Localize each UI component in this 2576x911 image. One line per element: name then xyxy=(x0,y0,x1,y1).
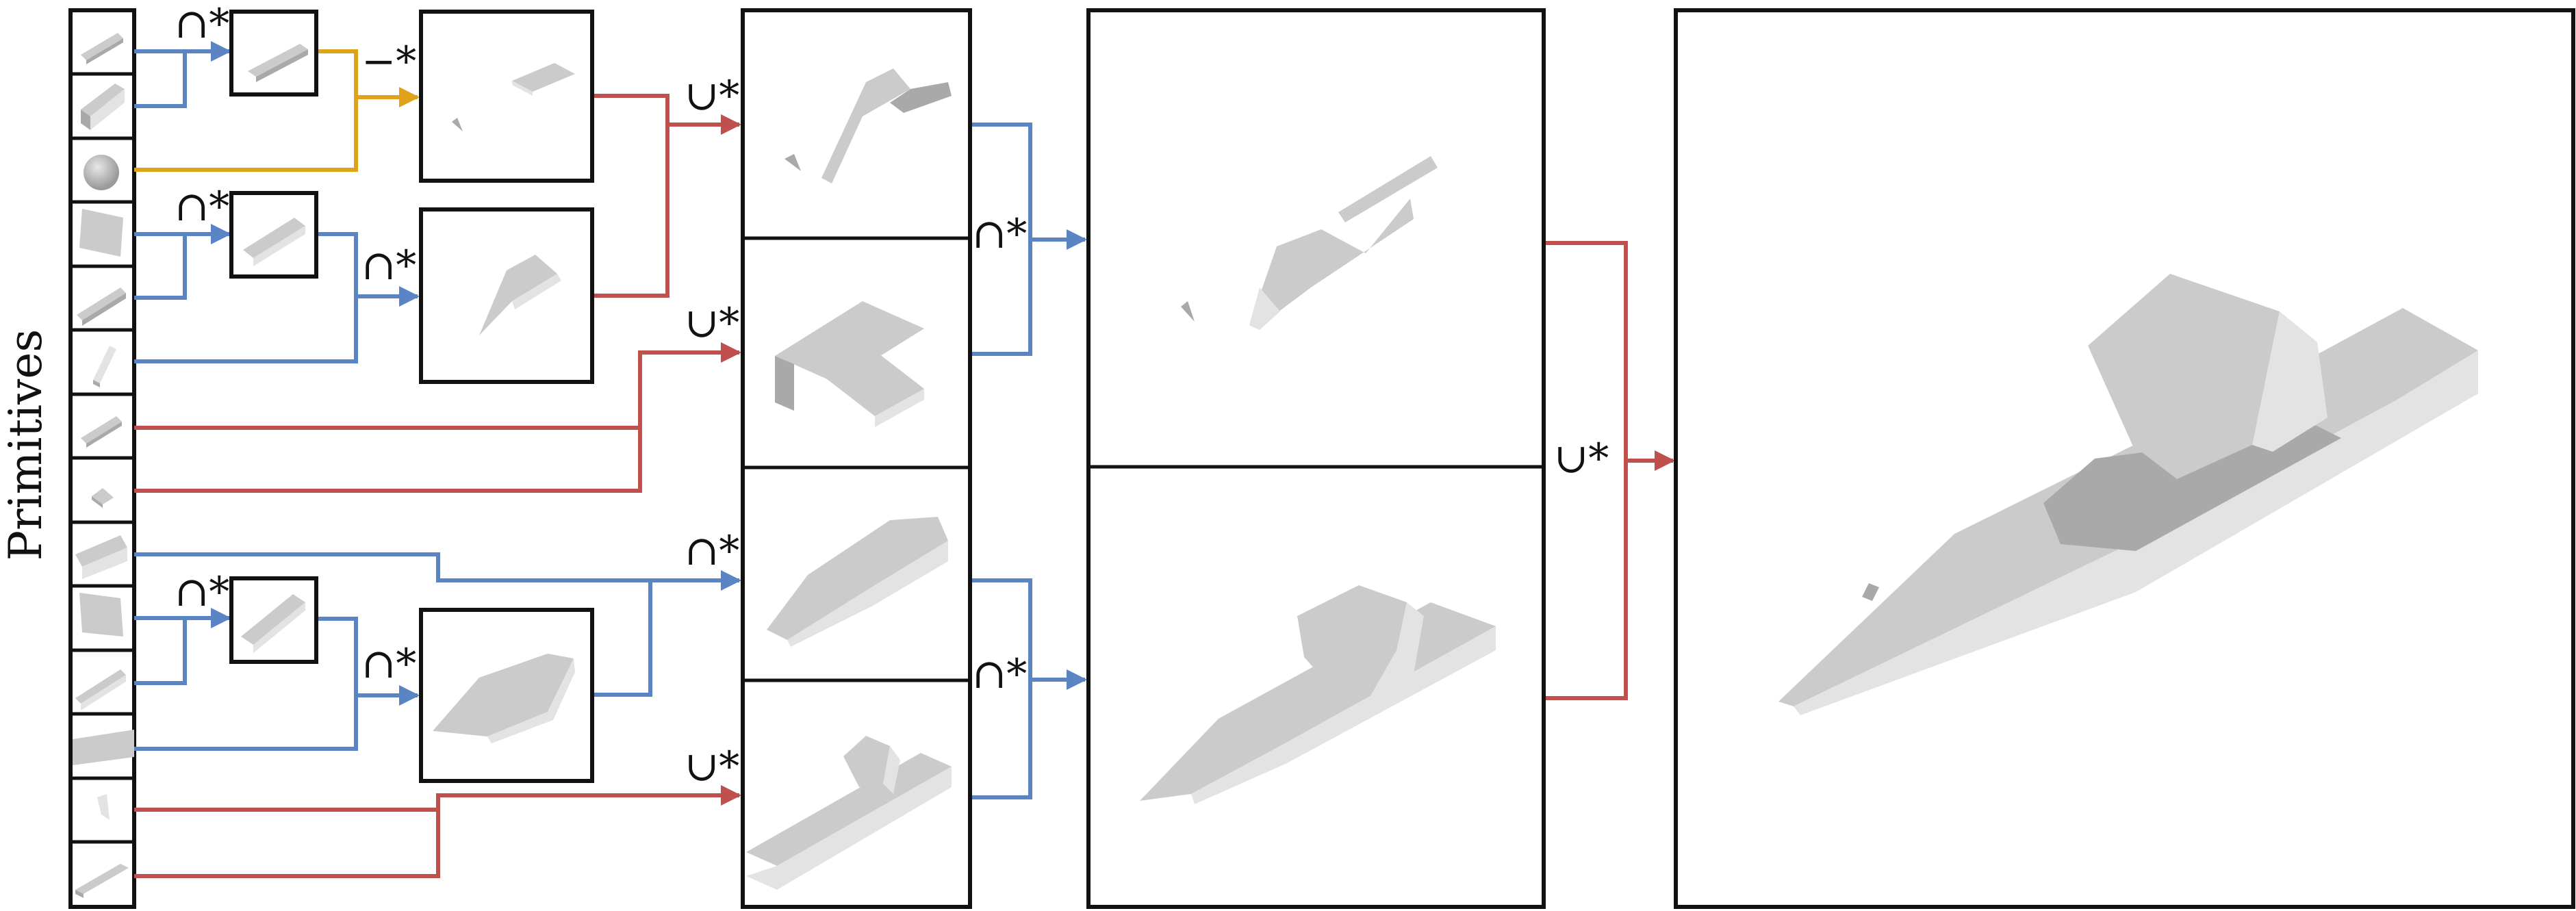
op-difference-1: −* xyxy=(361,38,416,86)
op-intersection-3: ∩* xyxy=(361,242,416,290)
primitive-3 xyxy=(84,155,119,190)
part-4 xyxy=(746,736,952,890)
intersection-result-box-2 xyxy=(419,608,594,783)
op-union-1: ∪* xyxy=(685,72,739,120)
connectors xyxy=(134,41,1675,878)
primitive-11 xyxy=(75,669,126,710)
primitive-1 xyxy=(81,33,123,64)
op-intersection-8: ∩* xyxy=(972,650,1027,698)
intersection-result-box-1 xyxy=(419,207,594,384)
difference-result-box xyxy=(419,10,594,183)
primitive-4 xyxy=(79,209,123,257)
primitive-7 xyxy=(81,416,122,448)
final-shape xyxy=(1778,274,2478,715)
small-box-a xyxy=(229,10,318,97)
primitives-column xyxy=(68,8,136,909)
primitive-13 xyxy=(97,794,110,820)
level-3-parts-column xyxy=(1086,8,1546,909)
op-intersection-1: ∩* xyxy=(175,0,229,48)
operator-labels: ∩* −* ∩* ∩* ∪* ∪* ∩* ∩* ∩* ∪* ∩* ∩* ∪* xyxy=(175,0,1609,791)
primitive-9 xyxy=(75,535,127,579)
op-union-4: ∪* xyxy=(1554,435,1609,483)
op-intersection-4: ∩* xyxy=(685,527,739,575)
primitive-12 xyxy=(73,730,134,765)
level-2-parts-column xyxy=(741,8,972,909)
small-box-b xyxy=(229,191,318,279)
level-3-bottom-shape xyxy=(1140,585,1496,804)
part-1 xyxy=(785,68,952,183)
primitives-label: Primitives xyxy=(0,329,52,561)
small-box-c xyxy=(229,576,318,664)
part-3 xyxy=(767,517,948,647)
level-3-top-shape xyxy=(1181,156,1438,330)
primitive-14 xyxy=(75,864,129,898)
part-2 xyxy=(775,301,924,427)
op-intersection-6: ∩* xyxy=(361,640,416,688)
op-intersection-7: ∩* xyxy=(972,210,1027,258)
primitive-5 xyxy=(77,287,126,326)
op-intersection-2: ∩* xyxy=(175,183,229,231)
final-shape-panel xyxy=(1674,8,2575,909)
primitive-8 xyxy=(92,488,114,508)
primitive-2 xyxy=(81,84,125,130)
primitive-6 xyxy=(93,346,116,387)
primitive-10 xyxy=(79,593,123,637)
op-union-3: ∪* xyxy=(685,743,739,791)
op-union-2: ∪* xyxy=(685,299,739,347)
op-intersection-5: ∩* xyxy=(175,568,229,616)
